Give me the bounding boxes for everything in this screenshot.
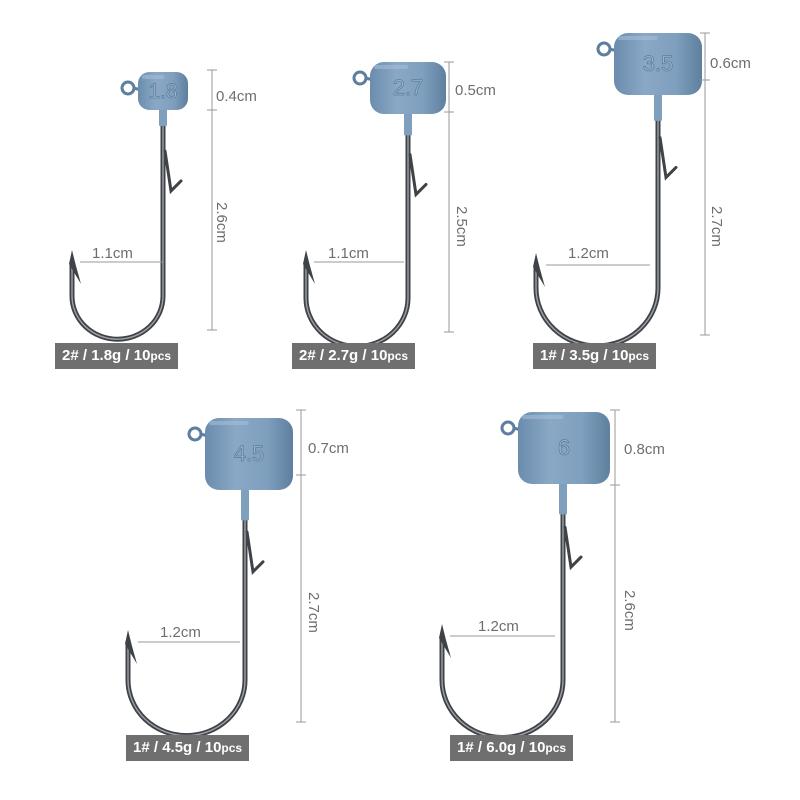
weight: 3.5g	[569, 347, 600, 364]
count-unit: pcs	[628, 349, 650, 363]
weight: 2.7g	[328, 347, 359, 364]
count-unit: pcs	[387, 349, 409, 363]
hook-wire	[303, 111, 411, 349]
head-weight-mark: 4.5	[234, 441, 265, 466]
line-eye	[596, 41, 612, 57]
count: 10	[133, 347, 151, 364]
gap-width-label: 1.2cm	[160, 624, 201, 641]
hook-barb	[69, 250, 81, 284]
product-caption: 2# / 2.7g / 10pcs	[292, 343, 416, 369]
line-eye	[120, 80, 136, 96]
head-height-label: 0.5cm	[455, 82, 496, 99]
weight: 1.8g	[91, 347, 122, 364]
head-collar	[559, 482, 567, 515]
lead-head	[138, 72, 188, 110]
head-height-label: 0.4cm	[216, 88, 257, 105]
lead-head-shine	[142, 75, 165, 79]
hook-wire	[69, 107, 166, 342]
hook-wire-highlight	[305, 113, 409, 348]
hook-size: 1#	[133, 739, 150, 756]
count: 10	[611, 347, 629, 364]
count: 10	[370, 347, 388, 364]
product-caption: 2# / 1.8g / 10pcs	[55, 343, 179, 369]
head-weight-mark: 2.7	[393, 75, 424, 100]
product-caption: 1# / 3.5g / 10pcs	[533, 343, 657, 369]
count-unit: pcs	[545, 741, 567, 755]
head-collar	[654, 93, 662, 121]
lead-head	[614, 33, 702, 95]
hook-size: 2#	[299, 347, 316, 364]
count-unit: pcs	[150, 349, 172, 363]
gap-width-label: 1.1cm	[92, 245, 133, 262]
count: 10	[204, 739, 222, 756]
hook-wire	[125, 487, 248, 738]
lead-head-shine	[209, 421, 249, 425]
bait-keeper	[163, 149, 183, 195]
shank-length-label: 2.7cm	[708, 206, 725, 247]
lead-head	[518, 412, 610, 484]
hook-size: 1#	[457, 739, 474, 756]
lead-head	[205, 418, 293, 490]
bait-keeper	[658, 135, 678, 181]
weight: 4.5g	[162, 739, 193, 756]
bait-keeper	[563, 525, 583, 571]
hook-wire	[533, 92, 661, 349]
hook-wire-highlight	[127, 489, 246, 737]
head-collar	[159, 108, 167, 126]
hook-wire	[439, 481, 566, 740]
head-weight-mark: 6	[558, 435, 570, 460]
hook-barb	[439, 624, 451, 658]
count: 10	[528, 739, 546, 756]
head-height-label: 0.8cm	[624, 441, 665, 458]
hook-wire-highlight	[71, 109, 164, 340]
lead-head-shine	[374, 65, 409, 69]
hook-wire-highlight	[441, 483, 564, 739]
hook-barb	[533, 253, 545, 287]
lead-head	[370, 62, 446, 114]
head-weight-mark: 3.5	[643, 51, 674, 76]
bait-keeper	[408, 152, 428, 198]
gap-width-label: 1.1cm	[328, 245, 369, 262]
count-unit: pcs	[221, 741, 243, 755]
weight: 6.0g	[486, 739, 517, 756]
hook-barb	[125, 630, 137, 664]
hook-barb	[303, 250, 315, 284]
shank-length-label: 2.5cm	[453, 206, 470, 247]
gap-width-label: 1.2cm	[568, 245, 609, 262]
shank-length-label: 2.7cm	[305, 592, 322, 633]
shank-length-label: 2.6cm	[213, 202, 230, 243]
line-eye	[352, 70, 368, 86]
hook-size: 2#	[62, 347, 79, 364]
product-caption: 1# / 4.5g / 10pcs	[126, 735, 250, 761]
hook-size: 1#	[540, 347, 557, 364]
shank-length-label: 2.6cm	[621, 590, 638, 631]
lead-head-shine	[618, 36, 658, 40]
lead-head-shine	[522, 415, 564, 419]
product-caption: 1# / 6.0g / 10pcs	[450, 735, 574, 761]
gap-width-label: 1.2cm	[478, 618, 519, 635]
hook-wire-highlight	[535, 94, 659, 347]
head-weight-mark: 1.8	[148, 80, 177, 103]
bait-keeper	[245, 530, 265, 575]
head-height-label: 0.7cm	[308, 440, 349, 457]
head-collar	[404, 112, 412, 136]
head-collar	[241, 488, 249, 521]
head-height-label: 0.6cm	[710, 55, 751, 72]
line-eye	[500, 420, 516, 436]
line-eye	[187, 426, 203, 442]
